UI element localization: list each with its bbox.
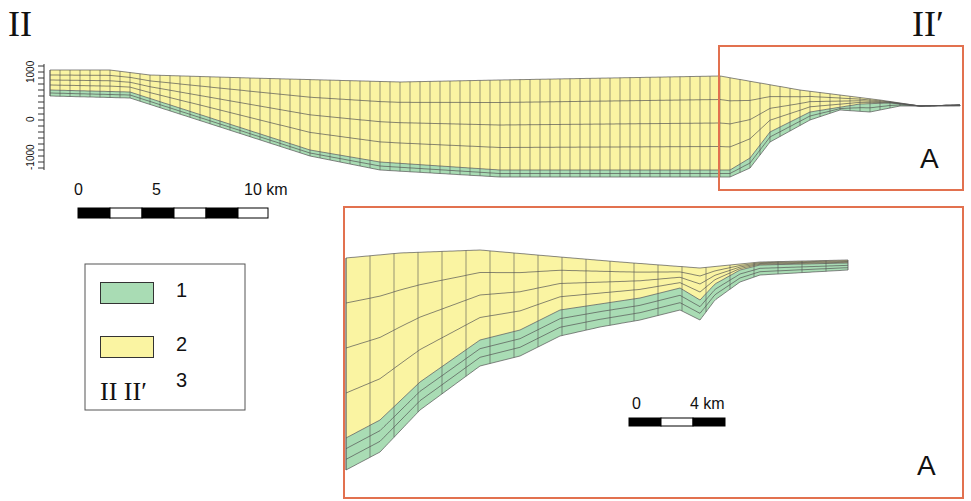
scale-bar xyxy=(78,208,268,218)
label-text: A xyxy=(917,452,936,480)
legend-frame xyxy=(85,264,245,410)
label-text: II xyxy=(8,6,32,42)
label-text: 0 xyxy=(632,396,641,412)
inset-section xyxy=(346,250,848,470)
label-text: 2 xyxy=(176,334,187,354)
depth-axis xyxy=(38,64,44,170)
label-text: -1000 xyxy=(26,144,36,170)
label-text: 10 km xyxy=(244,182,288,198)
label-text: 1 xyxy=(176,280,187,300)
label-text: 3 xyxy=(176,370,187,390)
label-text: 5 xyxy=(152,182,161,198)
legend-swatch xyxy=(100,282,154,304)
label-text: 4 km xyxy=(690,396,725,412)
label-text: 0 xyxy=(26,116,36,122)
label-text: II′ xyxy=(912,6,944,42)
label-text: II II′ xyxy=(100,379,147,405)
inset-frame: A xyxy=(343,206,964,499)
label-text: A xyxy=(920,145,939,173)
legend-swatch xyxy=(100,336,154,358)
label-text: 0 xyxy=(74,182,83,198)
inset-scale-bar xyxy=(629,418,725,426)
inset-frame: A xyxy=(718,45,964,191)
label-text: 1000 xyxy=(26,61,36,83)
main-section xyxy=(50,70,960,177)
